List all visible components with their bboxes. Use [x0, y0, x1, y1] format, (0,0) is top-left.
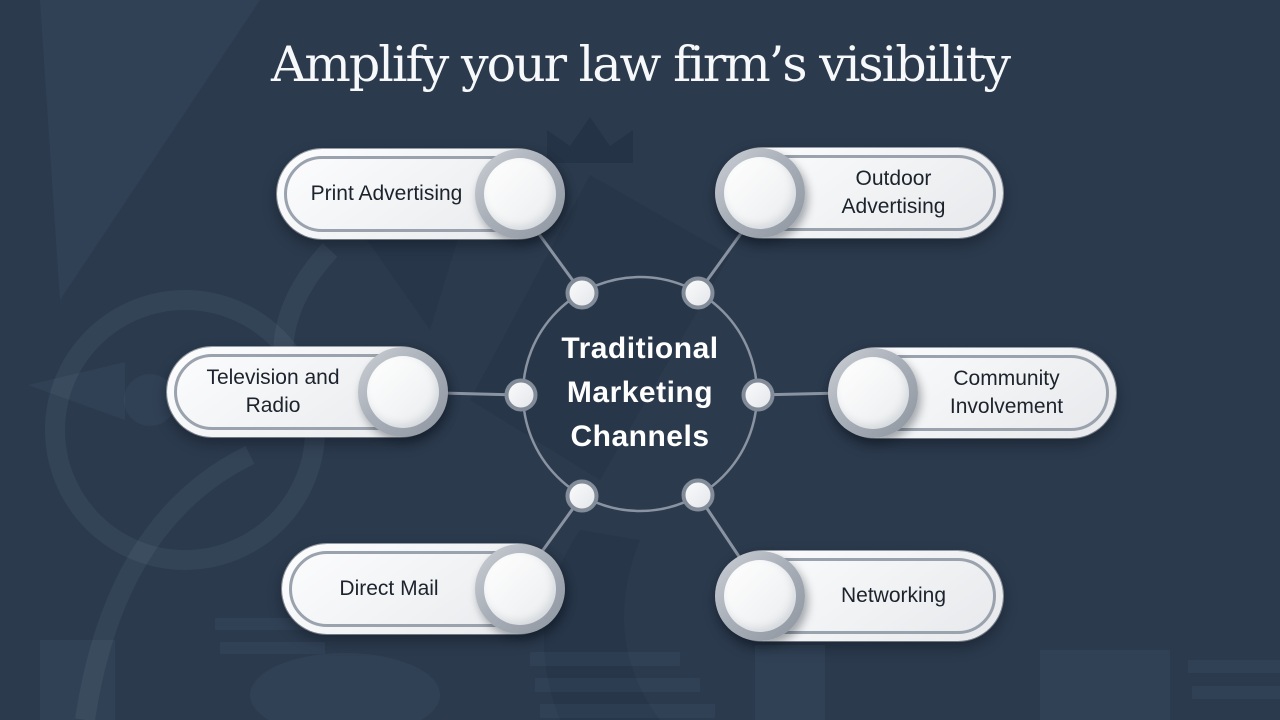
page-title: Amplify your law firm’s visibility [270, 36, 1011, 93]
channel-label: Television and Radio [206, 366, 340, 417]
channel-label: Print Advertising [310, 182, 463, 205]
channel-label: Direct Mail [339, 577, 439, 600]
node-circle-bottom-left [565, 479, 599, 513]
channel-pill-television-and-radio: Television and Radio [167, 347, 448, 437]
toggle-knob-icon [715, 148, 805, 238]
channel-label: Networking [840, 584, 947, 607]
node-circle-top-left [565, 276, 599, 310]
node-circle-top-right [681, 276, 715, 310]
toggle-knob-icon [475, 544, 565, 634]
toggle-knob-icon [358, 347, 448, 437]
node-circle-bottom-right [681, 478, 715, 512]
toggle-knob-icon [475, 149, 565, 239]
toggle-knob-icon [828, 348, 918, 438]
channel-label: Outdoor Advertising [841, 167, 946, 218]
channel-pill-community-involvement: Community Involvement [828, 348, 1116, 438]
channel-pill-print-advertising: Print Advertising [277, 149, 565, 239]
center-label: Traditional Marketing Channels [561, 332, 719, 453]
channel-pill-direct-mail: Direct Mail [282, 544, 565, 634]
channel-label: Community Involvement [949, 367, 1064, 418]
channel-pill-networking: Networking [715, 551, 1003, 641]
toggle-knob-icon [715, 551, 805, 641]
channel-pill-outdoor-advertising: Outdoor Advertising [715, 148, 1003, 238]
